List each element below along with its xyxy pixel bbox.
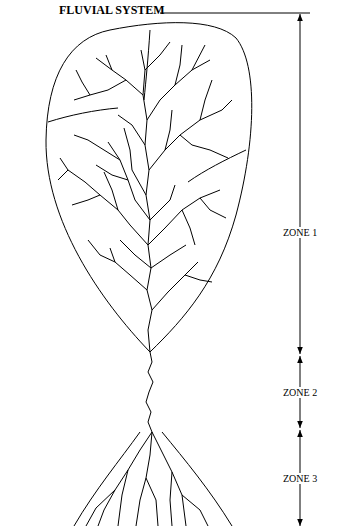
diagram-title: FLUVIAL SYSTEM — [57, 4, 167, 17]
trunk-channel — [146, 352, 153, 432]
zone-label: ZONE 1 — [281, 227, 319, 238]
dimension-lines — [160, 13, 310, 526]
zone-label: ZONE 3 — [281, 473, 319, 484]
drainage-basin — [46, 23, 252, 352]
zone-label: ZONE 2 — [281, 387, 319, 398]
alluvial-fan — [74, 432, 232, 526]
